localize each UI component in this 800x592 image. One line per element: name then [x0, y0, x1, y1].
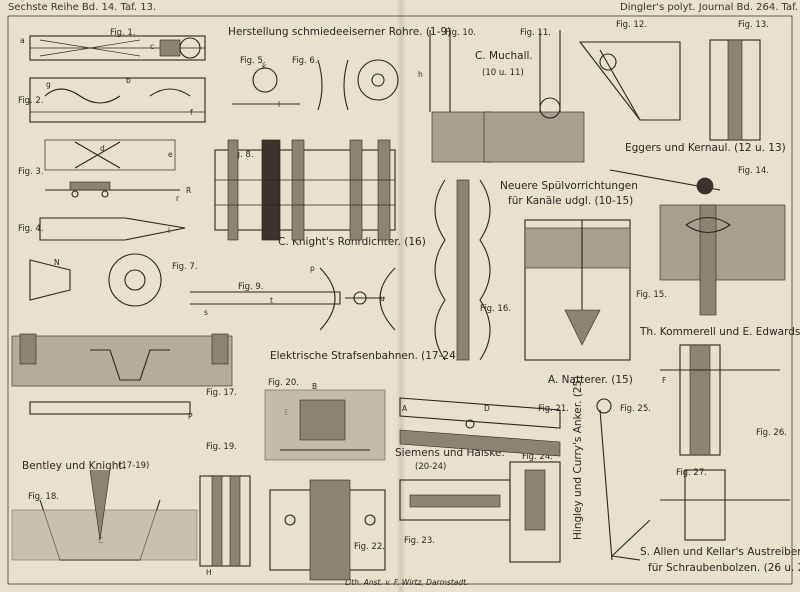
title-bentley-figs: (17-19)	[118, 461, 150, 471]
title-kommerell: Th. Kommerell und E. Edwards. (14)	[640, 326, 800, 338]
label-fig-15: Fig. 15.	[636, 290, 667, 300]
fig17-rail-section-drawing	[11, 333, 233, 387]
series-header: Sechste Reihe Bd. 14. Taf. 13.	[8, 2, 157, 13]
label-fig-13: Fig. 13.	[738, 20, 769, 30]
letter-d: d	[100, 144, 105, 153]
letter-H: H	[206, 568, 212, 577]
fig19-clamp-drawing	[199, 475, 251, 567]
title-muchall: C. Muchall.	[475, 50, 533, 62]
fig15-natterer-drawing	[524, 219, 631, 361]
letter-g: g	[46, 80, 51, 89]
title-siemens-figs: (20-24)	[415, 462, 447, 472]
label-fig-10: Fig. 10.	[445, 28, 476, 38]
title-muchall-figs: (10 u. 11)	[482, 68, 524, 78]
label-fig-25: Fig. 25.	[620, 404, 651, 414]
title-strassenbahnen: Elektrische Strafsenbahnen. (17-24)	[270, 350, 460, 362]
fig8-straightener-drawing	[214, 139, 396, 241]
letter-R: R	[186, 186, 192, 195]
letter-s: s	[204, 308, 208, 317]
journal-header: Dingler's polyt. Journal Bd. 264. Taf. 1…	[620, 2, 800, 13]
fig4-plate-drawing	[39, 217, 186, 241]
label-fig-22: Fig. 22.	[354, 542, 385, 552]
label-fig-18: Fig. 18.	[28, 492, 59, 502]
letter-N: N	[54, 258, 60, 267]
label-fig-19: Fig. 19.	[206, 442, 237, 452]
letter-D: D	[484, 404, 490, 413]
fig10-11-tanks-drawing	[429, 30, 585, 163]
fig26-27-ejector-drawing	[660, 344, 790, 541]
letter-p: p	[310, 264, 315, 273]
label-fig-24: Fig. 24.	[522, 452, 553, 462]
letter-F: F	[662, 376, 667, 385]
fig3-carriage-drawing	[44, 139, 180, 198]
letter-b: b	[126, 76, 131, 85]
label-fig-4: Fig. 4.	[18, 224, 44, 234]
label-fig-23: Fig. 23.	[404, 536, 435, 546]
plate-border	[7, 15, 793, 585]
letter-f: f	[190, 108, 193, 117]
label-fig-8: Fig. 8.	[228, 150, 254, 160]
letter-e: e	[168, 150, 173, 159]
label-fig-11: Fig. 11.	[520, 28, 551, 38]
title-natterer: A. Natterer. (15)	[548, 374, 633, 386]
fig5-6-drawing	[232, 59, 399, 111]
letter-P: P	[188, 412, 193, 421]
page-fold	[396, 0, 406, 592]
letter-A: A	[402, 404, 408, 413]
fig9-rod-drawing	[190, 267, 396, 331]
fig2-frame-drawing	[29, 77, 206, 123]
title-spuel-line2: für Kanäle udgl. (10-15)	[508, 195, 634, 207]
label-fig-3: Fig. 3.	[18, 167, 44, 177]
title-eggers: Eggers und Kernaul. (12 u. 13)	[625, 142, 786, 154]
letter-c: c	[150, 42, 155, 51]
fig7-funnel-drawing	[29, 253, 162, 307]
letter-a: a	[20, 36, 25, 45]
label-fig-2: Fig. 2.	[18, 96, 44, 106]
fig16-column-drawing	[434, 179, 491, 361]
label-fig-26: Fig. 26.	[756, 428, 787, 438]
label-fig-6: Fig. 6.	[292, 56, 318, 66]
label-fig-16: Fig. 16.	[480, 304, 511, 314]
label-fig-7: Fig. 7.	[172, 262, 198, 272]
title-allen-line2: für Schraubenbolzen. (26 u. 27)	[648, 562, 800, 574]
fig25-anchor-drawing	[596, 398, 651, 561]
fig20-conduit-drawing	[264, 389, 386, 461]
fig12-13-drawing	[578, 39, 761, 141]
label-fig-5: Fig. 5.	[240, 56, 266, 66]
letter-k: k	[262, 62, 267, 71]
label-fig-1: Fig. 1.	[110, 28, 136, 38]
fig21-beam-drawing	[399, 397, 561, 457]
title-spuel-line1: Neuere Spülvorrichtungen	[500, 180, 638, 192]
label-fig-9: Fig. 9.	[238, 282, 264, 292]
fig23-24-drawing	[399, 461, 561, 563]
label-fig-17: Fig. 17.	[206, 388, 237, 398]
letter-r: r	[176, 194, 180, 203]
label-fig-27: Fig. 27.	[676, 468, 707, 478]
title-allen-line1: S. Allen und Kellar's Austreiber	[640, 546, 800, 558]
fig14-flush-tank-drawing	[609, 169, 786, 316]
title-bentley: Bentley und Knight.	[22, 460, 126, 472]
title-rohre: Herstellung schmiedeeiserner Rohre. (1-9…	[228, 26, 452, 38]
letter-B: B	[312, 382, 318, 391]
label-fig-20: Fig. 20.	[268, 378, 299, 388]
letter-h: h	[418, 70, 423, 79]
imprint-footer: Lith. Anst. v. F. Wirtz, Darmstadt.	[345, 578, 469, 587]
fig22-joint-drawing	[269, 479, 386, 581]
fig1-bench-drawing	[29, 35, 206, 61]
letter-t: t	[270, 296, 273, 305]
label-fig-12: Fig. 12.	[616, 20, 647, 30]
fig18-conduit-drawing	[11, 401, 198, 561]
letter-i: i	[168, 226, 171, 235]
label-fig-14: Fig. 14.	[738, 166, 769, 176]
